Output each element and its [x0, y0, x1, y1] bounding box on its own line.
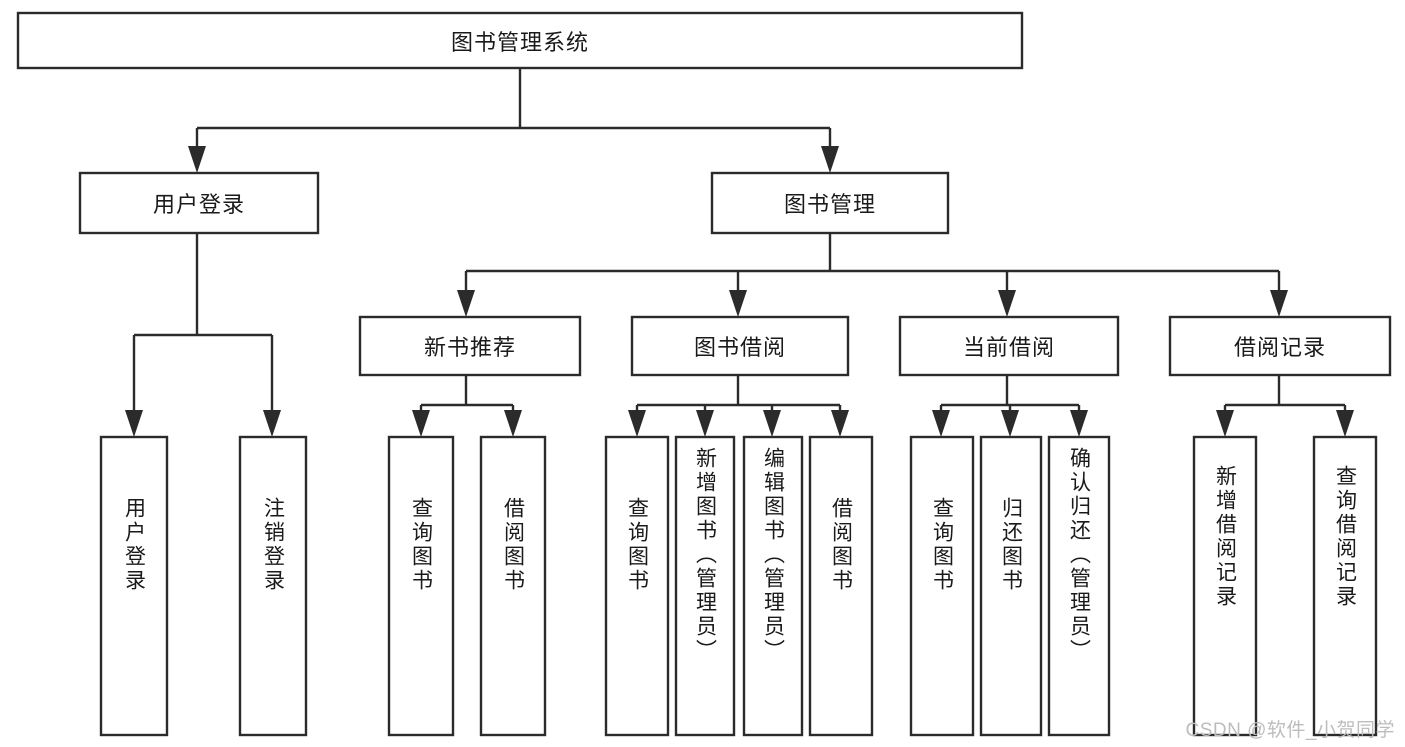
node-box-leaf-new-book-2[interactable]: [479, 435, 547, 737]
node-box-leaf-user-login-1[interactable]: [99, 435, 169, 737]
connector-group-newbook-leaves: [412, 375, 522, 437]
connector-group-bookmgmt-to-level3: [457, 233, 1288, 317]
node-box-new-book-recommend[interactable]: [358, 315, 582, 377]
node-box-leaf-current-3[interactable]: [1047, 435, 1111, 737]
csdn-watermark: CSDN @软件_小贺同学: [1185, 720, 1395, 741]
node-box-leaf-user-login-2[interactable]: [238, 435, 308, 737]
arrow-bookborrow-leaf3: [763, 410, 781, 437]
node-box-leaf-borrow-3[interactable]: [742, 435, 804, 737]
connector-group-records-leaves: [1216, 375, 1354, 437]
arrow-to-book-borrow: [729, 290, 747, 317]
arrow-newbook-leaf1: [412, 410, 430, 437]
node-box-leaf-records-2[interactable]: [1312, 435, 1378, 737]
connector-group-bookborrow-leaves: [628, 375, 849, 437]
arrow-to-new-book: [457, 290, 475, 317]
arrow-currentborrow-leaf2: [1001, 410, 1019, 437]
node-box-leaf-new-book-1[interactable]: [387, 435, 455, 737]
arrow-currentborrow-leaf1: [932, 410, 950, 437]
arrow-to-user-login: [188, 146, 206, 173]
arrow-currentborrow-leaf3: [1070, 410, 1088, 437]
node-box-leaf-borrow-1[interactable]: [604, 435, 670, 737]
node-box-current-borrow[interactable]: [898, 315, 1120, 377]
node-box-leaf-records-1[interactable]: [1192, 435, 1258, 737]
arrow-to-borrow-records: [1270, 290, 1288, 317]
node-box-leaf-current-1[interactable]: [909, 435, 975, 737]
connector-group-root-to-level2: [188, 68, 839, 173]
node-box-user-login[interactable]: [78, 171, 320, 235]
connector-group-userlogin-leaves: [125, 233, 281, 437]
arrow-userlogin-leaf1: [125, 410, 143, 437]
arrow-bookborrow-leaf1: [628, 410, 646, 437]
node-box-book-management[interactable]: [710, 171, 950, 235]
node-box-borrow-records[interactable]: [1168, 315, 1392, 377]
arrow-to-current-borrow: [998, 290, 1016, 317]
node-box-book-borrow[interactable]: [630, 315, 850, 377]
node-box-leaf-borrow-2[interactable]: [674, 435, 736, 737]
arrow-userlogin-leaf2: [263, 410, 281, 437]
node-box-leaf-current-2[interactable]: [979, 435, 1043, 737]
arrow-records-leaf1: [1216, 410, 1234, 437]
arrow-newbook-leaf2: [504, 410, 522, 437]
node-box-root[interactable]: [16, 11, 1024, 70]
connector-group-currentborrow-leaves: [932, 375, 1088, 437]
node-box-leaf-borrow-4[interactable]: [808, 435, 874, 737]
arrow-bookborrow-leaf2: [696, 410, 714, 437]
arrow-records-leaf2: [1336, 410, 1354, 437]
arrow-bookborrow-leaf4: [831, 410, 849, 437]
arrow-to-book-mgmt: [821, 146, 839, 173]
